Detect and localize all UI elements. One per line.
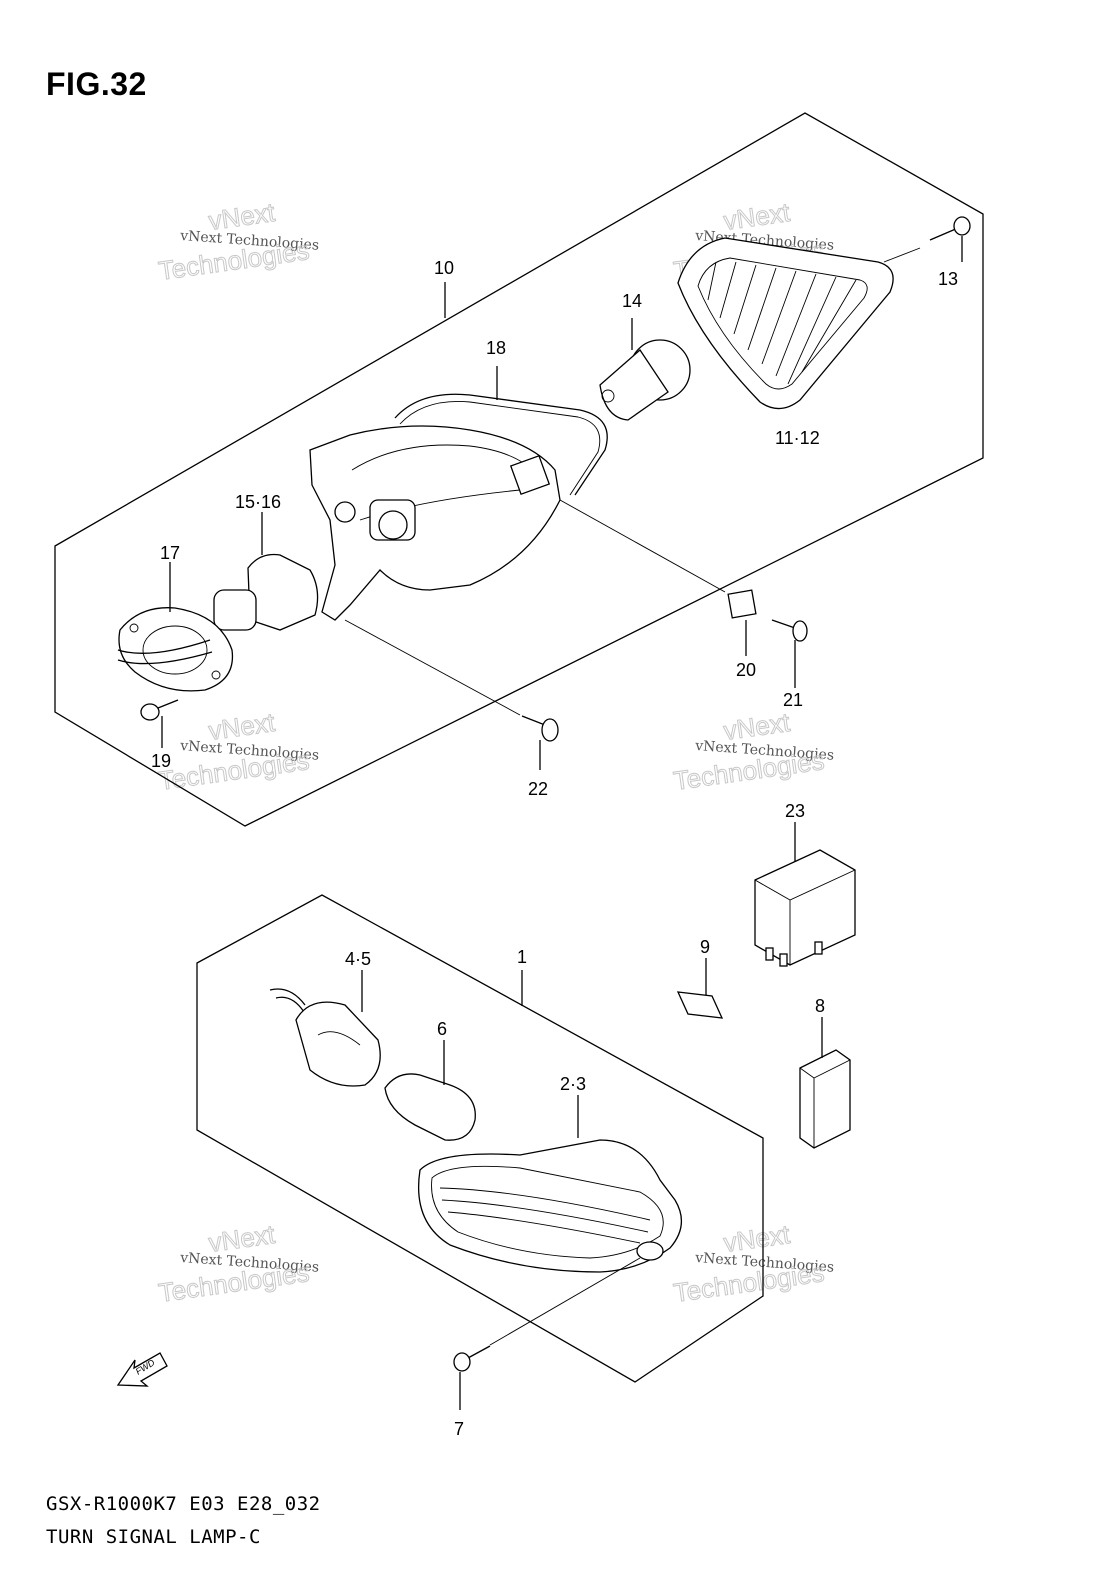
watermark-mid-left: vNext vNext Technologies Technologies [156, 706, 319, 796]
part-pad-9 [676, 958, 724, 1019]
part-lens-2-3 [417, 1095, 682, 1273]
callout-17: 17 [160, 543, 180, 563]
callout-9: 9 [700, 937, 710, 957]
callout-labels: 10 13 14 18 11·12 15·16 17 20 21 19 22 2… [151, 258, 958, 1439]
watermark-bottom-right: vNext vNext Technologies Technologies [671, 1218, 834, 1308]
callout-15-16: 15·16 [235, 492, 281, 512]
part-bulb-6 [384, 1040, 476, 1141]
callout-20: 20 [736, 660, 756, 680]
callout-10: 10 [434, 258, 454, 278]
part-grommet-17 [117, 562, 234, 692]
callout-7: 7 [454, 1419, 464, 1439]
callout-19: 19 [151, 751, 171, 771]
part-gasket-18 [394, 366, 608, 496]
callout-23: 23 [785, 801, 805, 821]
fwd-arrow-icon: FWD [116, 1352, 168, 1387]
part-block-8 [799, 1017, 851, 1149]
callout-11-12: 11·12 [775, 428, 820, 448]
figure-title: FIG.32 [46, 66, 147, 102]
callout-21: 21 [783, 690, 803, 710]
part-socket-4-5 [269, 970, 381, 1087]
lower-assembly-outline [196, 894, 764, 1383]
part-screw-13 [929, 216, 971, 262]
watermark-bottom-left: vNext vNext Technologies Technologies [156, 1218, 319, 1308]
part-bulb-14 [599, 318, 691, 421]
callout-13: 13 [938, 269, 958, 289]
callout-2-3: 2·3 [560, 1074, 586, 1094]
callout-22: 22 [528, 779, 548, 799]
model-code: GSX-R1000K7 E03 E28_032 [46, 1493, 321, 1515]
part-lens-11-12 [677, 237, 921, 410]
part-screw-21 [771, 619, 808, 688]
callout-8: 8 [815, 996, 825, 1016]
watermark-top-left: vNext vNext Technologies Technologies [156, 196, 319, 286]
part-screw-19 [140, 699, 179, 748]
callout-1: 1 [517, 947, 527, 967]
part-screw-7 [453, 1257, 641, 1410]
part-socket-15-16 [213, 512, 319, 631]
part-housing-10 [309, 282, 561, 621]
callout-6: 6 [437, 1019, 447, 1039]
watermark-mid-right: vNext vNext Technologies Technologies [671, 706, 834, 796]
upper-assembly-outline [54, 112, 984, 827]
callout-4-5: 4·5 [345, 949, 371, 969]
callout-18: 18 [486, 338, 506, 358]
callout-14: 14 [622, 291, 642, 311]
part-clip-20 [559, 499, 757, 656]
part-screw-22 [344, 619, 559, 770]
part-relay-23 [754, 822, 856, 967]
diagram-caption: TURN SIGNAL LAMP-C [46, 1526, 261, 1548]
